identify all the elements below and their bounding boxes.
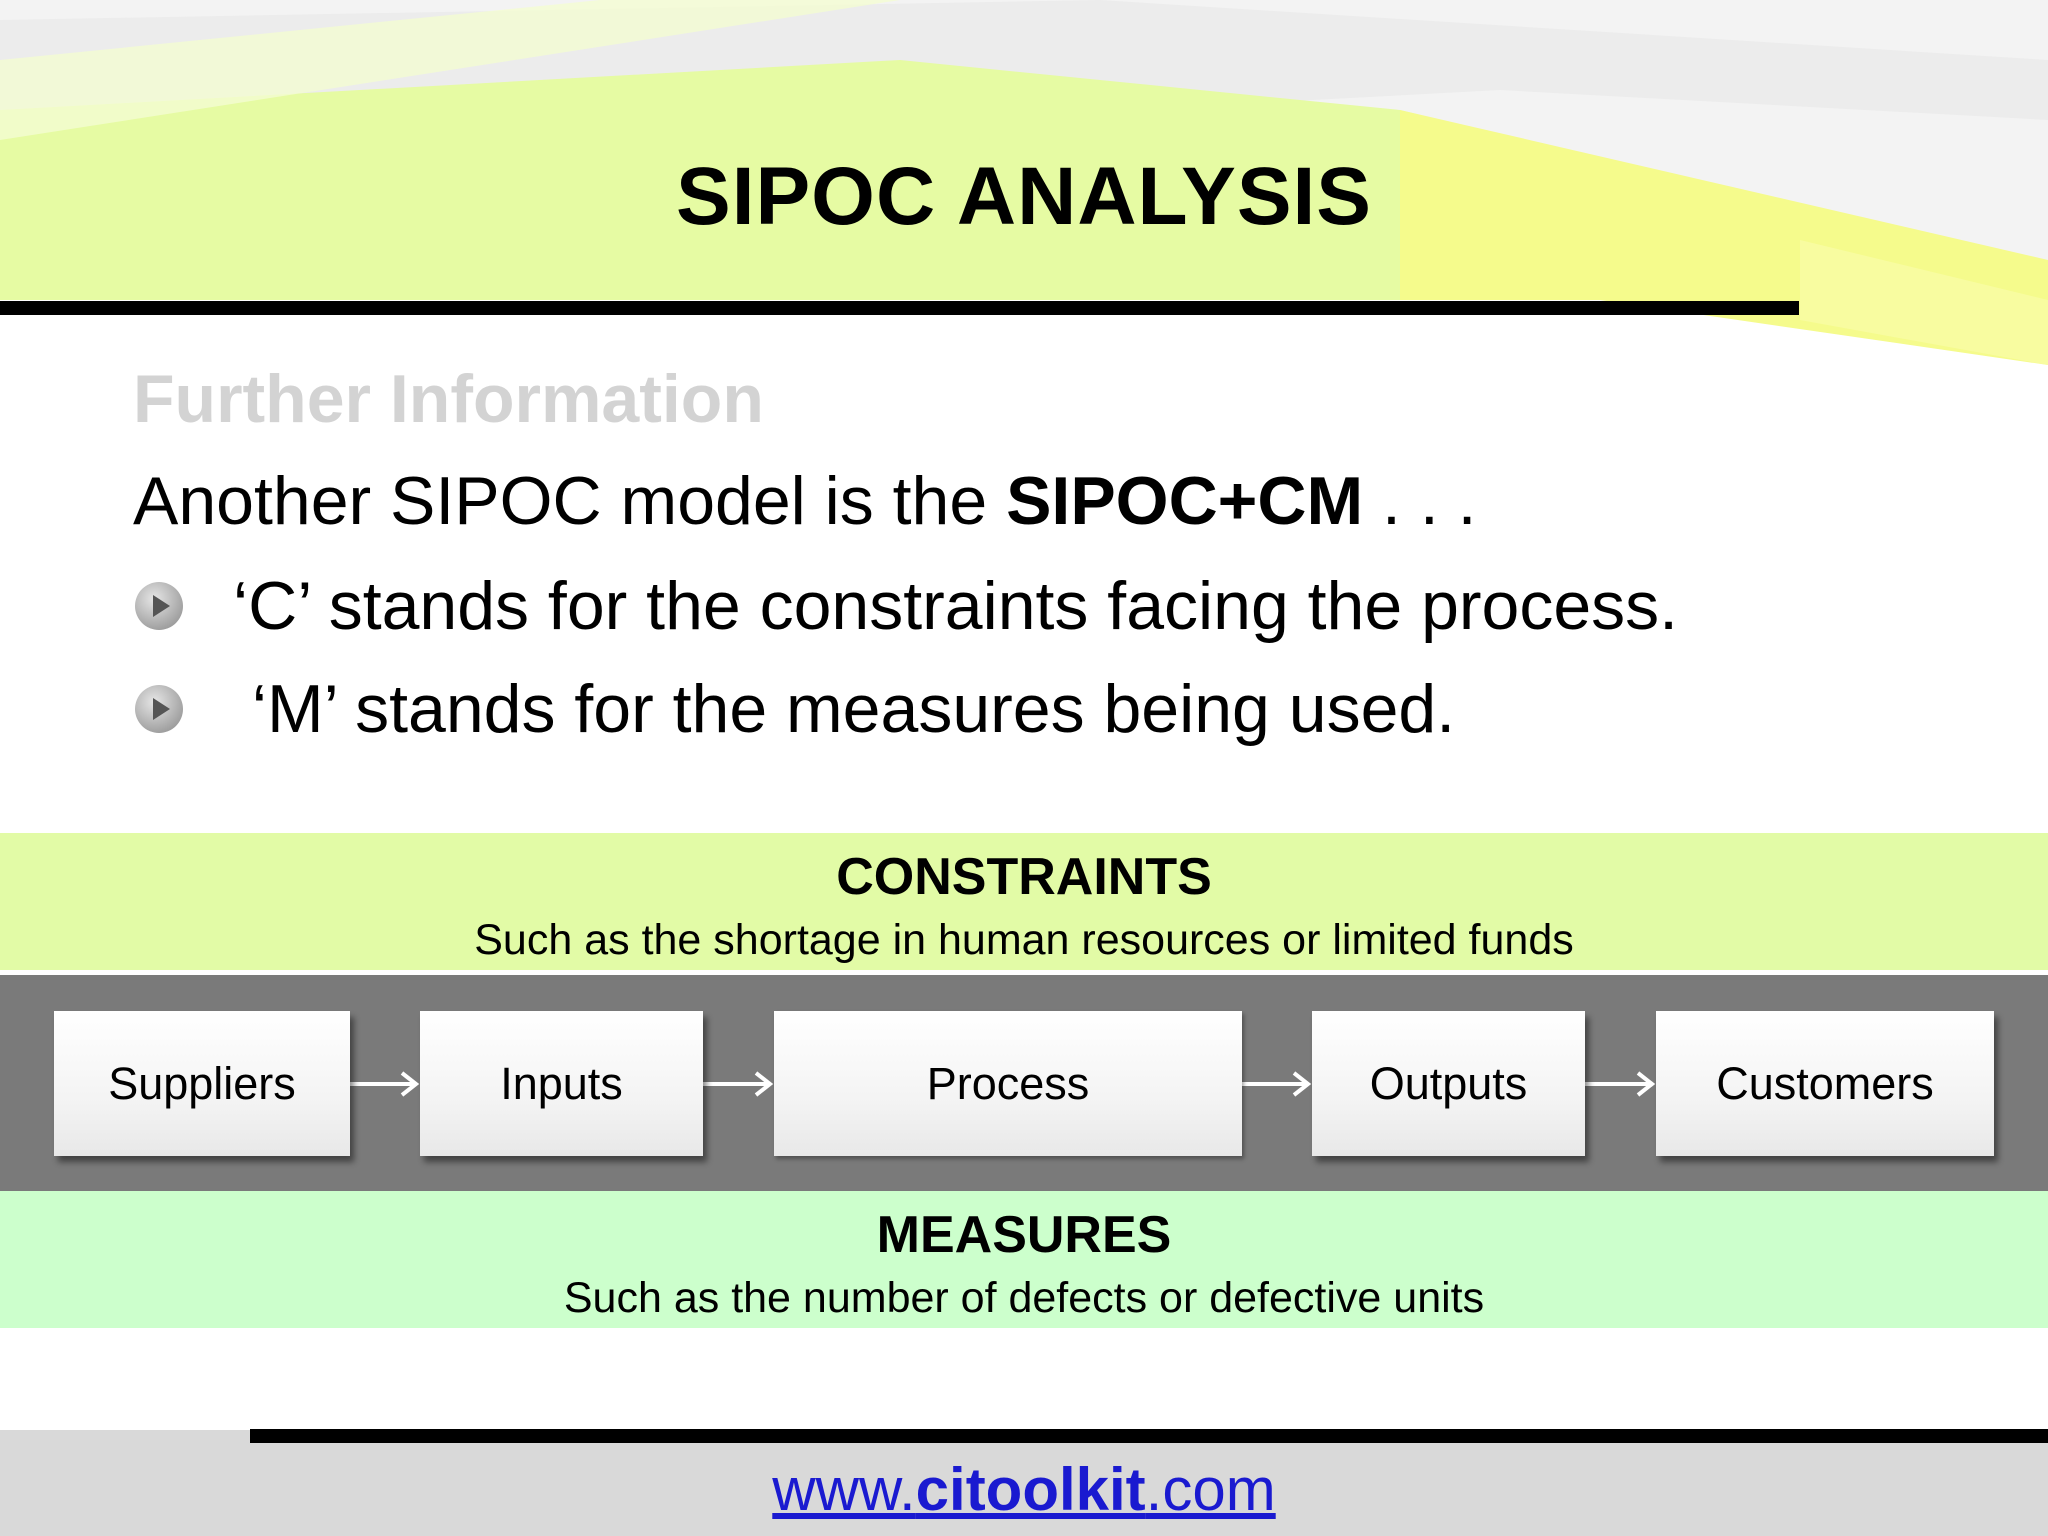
step-suppliers: Suppliers (54, 1011, 350, 1156)
website-link[interactable]: www.citoolkit.com (0, 1455, 2048, 1524)
title-divider (0, 301, 1799, 315)
step-outputs: Outputs (1312, 1011, 1585, 1156)
intro-model-name: SIPOC+CM (1006, 463, 1364, 539)
step-customers: Customers (1656, 1011, 1994, 1156)
bullet-text: ‘C’ stands for the constraints facing th… (233, 568, 1679, 644)
bullet-item-constraints: ‘C’ stands for the constraints facing th… (133, 567, 1678, 645)
slide-title: SIPOC ANALYSIS (676, 151, 1372, 242)
play-bullet-icon (135, 685, 183, 733)
constraints-band: CONSTRAINTS Such as the shortage in huma… (0, 833, 2048, 970)
arrowhead-icon (754, 1071, 774, 1097)
measures-band: MEASURES Such as the number of defects o… (0, 1191, 2048, 1328)
intro-text: Another SIPOC model is the SIPOC+CM . . … (133, 462, 1477, 540)
header-background (0, 0, 2048, 400)
footer-background (0, 1430, 2048, 1536)
flow-arrows (350, 1071, 1656, 1097)
bullet-text: ‘M’ stands for the measures being used. (233, 671, 1456, 747)
arrowhead-icon (400, 1071, 420, 1097)
intro-suffix: . . . (1363, 463, 1477, 539)
url-brand: citoolkit (915, 1456, 1146, 1523)
bullet-item-measures: ‘M’ stands for the measures being used. (133, 670, 1455, 748)
constraints-heading: CONSTRAINTS (836, 848, 1212, 906)
measures-heading: MEASURES (876, 1206, 1172, 1264)
play-bullet-icon (135, 582, 183, 630)
constraints-description: Such as the shortage in human resources … (474, 916, 1574, 964)
step-process: Process (774, 1011, 1242, 1156)
footer-divider (250, 1429, 2048, 1443)
subheading: Further Information (133, 361, 764, 437)
measures-description: Such as the number of defects or defecti… (563, 1274, 1485, 1322)
arrowhead-icon (1292, 1071, 1312, 1097)
url-suffix: .com (1145, 1456, 1276, 1523)
step-inputs: Inputs (420, 1011, 703, 1156)
url-prefix: www. (772, 1456, 916, 1523)
intro-prefix: Another SIPOC model is the (133, 463, 1007, 539)
arrowhead-icon (1636, 1071, 1656, 1097)
